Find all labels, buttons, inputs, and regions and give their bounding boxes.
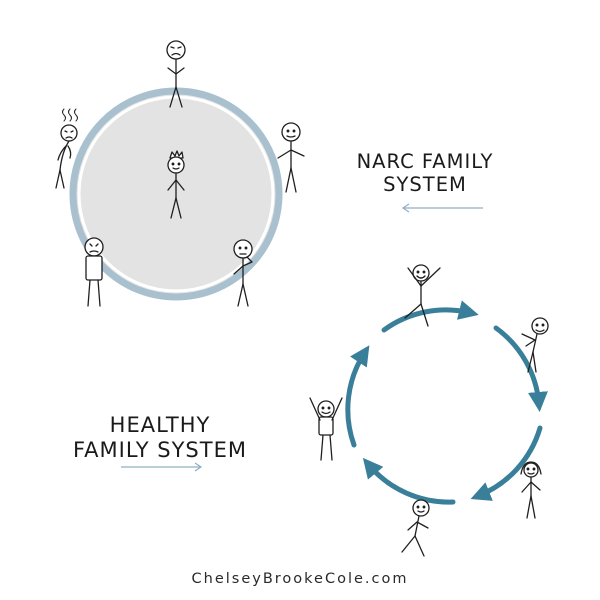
narc-ring-inner-edge	[77, 95, 275, 293]
crown-icon	[169, 150, 184, 159]
healthy-label-line1: HEALTHY	[109, 413, 211, 437]
stick-figure-icon	[521, 317, 549, 373]
arrow-left-icon	[401, 203, 483, 213]
stick-figure-icon	[520, 461, 542, 519]
stick-figure-icon	[404, 264, 441, 327]
healthy-label-line2: FAMILY SYSTEM	[73, 437, 247, 462]
healthy-arrow-right	[493, 325, 548, 412]
healthy-arrow-left	[345, 345, 370, 448]
stick-figure-icon	[166, 40, 186, 108]
stick-figure-icon	[84, 237, 104, 307]
healthy-arrow-bottom-right	[470, 425, 543, 501]
stick-figure-icon	[309, 397, 343, 461]
stick-figure-icon	[401, 499, 430, 557]
circular-arrow-icon	[345, 300, 548, 505]
arrow-right-icon	[121, 462, 203, 472]
stick-figure-icon	[277, 122, 305, 193]
narc-label-line1: NARC FAMILY	[356, 150, 494, 173]
healthy-arrow-top	[381, 300, 479, 333]
narc-label-line2: SYSTEM	[383, 173, 467, 196]
steam-icon	[62, 108, 78, 122]
healthy-arrow-bottom	[362, 457, 456, 505]
site-credit: ChelseyBrookeCole.com	[191, 571, 409, 587]
narc-family-system-label: NARC FAMILY SYSTEM	[330, 150, 520, 196]
stick-figure-icon	[233, 239, 253, 307]
stick-figure-icon	[167, 150, 185, 219]
healthy-family-system-label: HEALTHY FAMILY SYSTEM	[40, 413, 280, 463]
stick-figure-icon	[55, 108, 78, 189]
